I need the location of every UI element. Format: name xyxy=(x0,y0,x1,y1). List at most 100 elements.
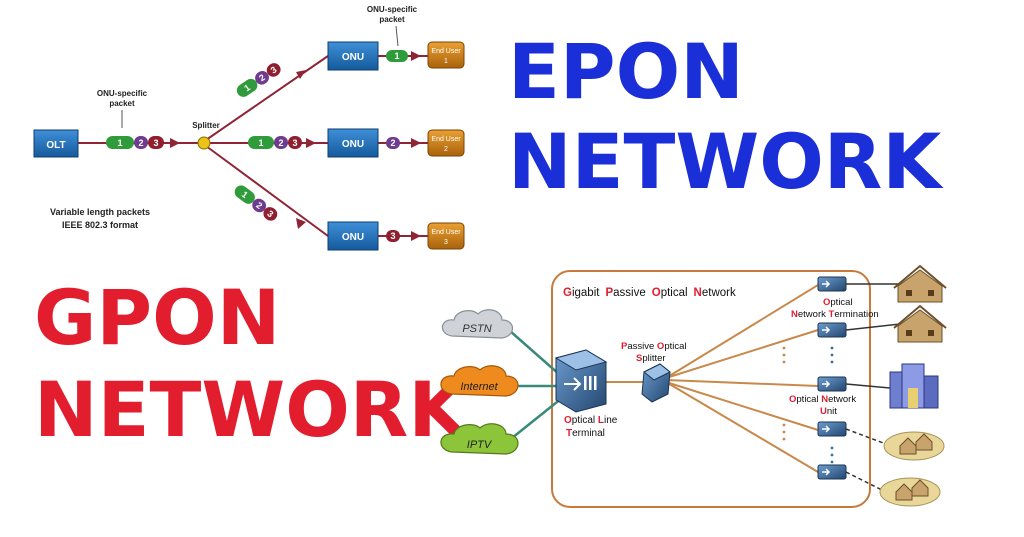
gpon-device-dots xyxy=(830,346,834,464)
gpon-ont-label-line2: Network Termination xyxy=(791,309,879,320)
ont-device-2 xyxy=(817,322,847,338)
epon-onu-3 xyxy=(327,221,379,251)
epon-output-packet-1 xyxy=(386,50,408,62)
drop-link-2 xyxy=(845,323,901,331)
svg-text:1: 1 xyxy=(117,138,122,148)
epon-note-line2: IEEE 802.3 format xyxy=(62,220,138,230)
epon-feeder-packets: 1 2 3 xyxy=(106,136,164,149)
gpon-splitter-label: Passive Optical xyxy=(621,341,687,352)
svg-text:ONU: ONU xyxy=(342,139,364,150)
epon-end-user-1 xyxy=(427,41,465,69)
svg-text:1: 1 xyxy=(240,189,250,200)
epon-onu-packet-label-line2: packet xyxy=(379,15,405,24)
svg-text:3: 3 xyxy=(292,138,297,148)
svg-text:End User: End User xyxy=(431,229,461,236)
pstn-label: PSTN xyxy=(462,323,491,335)
epon-arrow xyxy=(411,51,421,61)
onu-device-2 xyxy=(817,464,847,480)
office-building-icon xyxy=(889,363,939,409)
epon-onu-2 xyxy=(327,128,379,158)
gpon-splitter-device xyxy=(641,363,671,403)
pstn-link xyxy=(509,330,561,376)
packet-2 xyxy=(134,136,148,149)
drop-link-4 xyxy=(845,428,887,445)
svg-text:1: 1 xyxy=(258,138,263,148)
svg-text:End User: End User xyxy=(431,48,461,55)
svg-text:2: 2 xyxy=(444,146,448,153)
gpon-title: GPON xyxy=(34,273,281,362)
drop-link-3 xyxy=(845,383,891,389)
epon-arrow xyxy=(411,138,421,148)
gpon-dots xyxy=(782,346,786,441)
svg-text:ONU: ONU xyxy=(342,52,364,63)
gpon-splitter-label-line2: Splitter xyxy=(636,353,666,364)
epon-arrow xyxy=(296,70,306,79)
svg-text:3: 3 xyxy=(269,64,279,75)
svg-text:ONU: ONU xyxy=(342,232,364,243)
svg-text:1: 1 xyxy=(444,58,448,65)
epon-title: EPON xyxy=(508,27,744,116)
svg-text:2: 2 xyxy=(390,138,395,148)
houses-cluster-icon xyxy=(879,477,941,507)
ont-device-3 xyxy=(817,376,847,392)
epon-end-user-3 xyxy=(427,222,465,250)
epon-olt-label: OLT xyxy=(46,140,65,151)
gpon-fibers xyxy=(665,284,819,473)
svg-text:1: 1 xyxy=(394,51,399,61)
epon-output-packet-2 xyxy=(386,137,400,149)
ont-device-1 xyxy=(817,276,847,292)
iptv-label: IPTV xyxy=(467,439,493,451)
gpon-ont-label: Optical xyxy=(823,297,853,308)
gpon-olt-label: Optical Line xyxy=(564,415,618,426)
gpon-network-border xyxy=(551,270,871,508)
svg-text:2: 2 xyxy=(138,138,143,148)
gpon-onu-label: Optical Network xyxy=(789,394,856,405)
epon-arrow xyxy=(411,231,421,241)
epon-splitter-label: Splitter xyxy=(192,121,220,130)
epon-packet-label: ONU-specific xyxy=(97,89,148,98)
gpon-onu-label-line2: Unit xyxy=(820,406,837,417)
svg-text:3: 3 xyxy=(390,231,395,241)
houses-cluster-icon xyxy=(883,431,945,461)
house-icon xyxy=(893,304,947,343)
gpon-ont-devices xyxy=(817,276,847,480)
svg-text:1: 1 xyxy=(242,82,252,93)
onu-device-1 xyxy=(817,421,847,437)
epon-branch1-packets: 1 2 3 xyxy=(236,63,281,97)
svg-text:2: 2 xyxy=(257,72,267,83)
epon-output-packet-3 xyxy=(386,230,400,242)
svg-text:3: 3 xyxy=(153,138,158,148)
epon-onu-packet-label: ONU-specific xyxy=(367,5,418,14)
epon-arrow xyxy=(296,218,306,229)
epon-olt-box xyxy=(33,129,79,158)
iptv-link xyxy=(511,397,563,439)
epon-branch2-packets: 1 2 3 xyxy=(248,136,302,149)
svg-text:2: 2 xyxy=(254,200,264,211)
epon-packet-label-line2: packet xyxy=(109,99,135,108)
epon-note: Variable length packets xyxy=(50,207,150,217)
house-icon xyxy=(893,264,947,303)
internet-label: Internet xyxy=(460,381,498,393)
svg-text:3: 3 xyxy=(265,208,275,219)
epon-end-user-2 xyxy=(427,129,465,157)
epon-arrow xyxy=(306,138,316,148)
epon-onu-1 xyxy=(327,41,379,71)
epon-network-title: NETWORK xyxy=(508,117,942,206)
pstn-cloud: PSTN xyxy=(441,309,514,339)
svg-text:3: 3 xyxy=(444,239,448,246)
epon-arrow xyxy=(170,138,180,148)
epon-branch3-packets: 1 2 3 xyxy=(234,185,278,221)
gpon-olt-device xyxy=(554,349,608,413)
epon-fiber-branch-1 xyxy=(205,55,329,141)
epon-splitter xyxy=(197,136,211,150)
gpon-network-title: NETWORK xyxy=(34,365,468,454)
iptv-cloud: IPTV xyxy=(440,423,519,455)
gpon-olt-label-line2: Terminal xyxy=(566,428,605,439)
drop-link-5 xyxy=(845,471,883,491)
svg-text:End User: End User xyxy=(431,136,461,143)
epon-fiber-branch-3 xyxy=(205,145,329,237)
